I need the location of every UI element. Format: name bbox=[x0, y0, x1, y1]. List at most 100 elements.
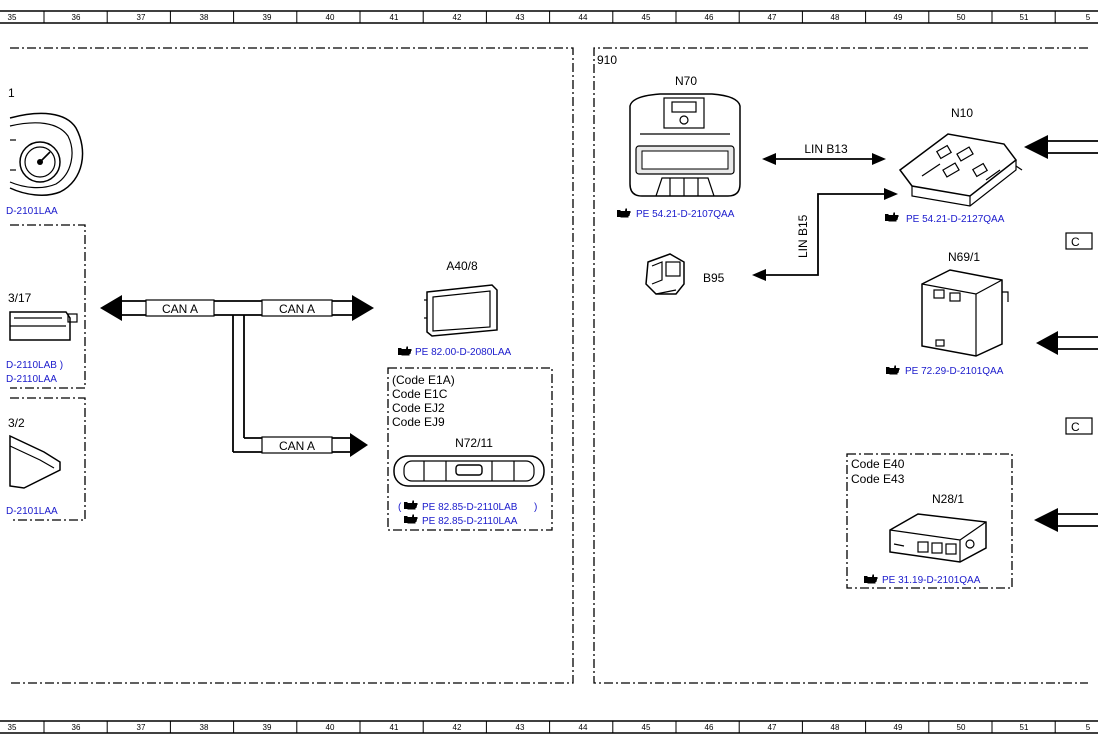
cluster-ref-link[interactable]: D-2101LAA bbox=[6, 206, 58, 217]
ruler-bottom-label: 51 bbox=[1020, 723, 1029, 732]
left-box2-ref[interactable]: D-2101LAA bbox=[6, 506, 58, 517]
can-label-1: CAN A bbox=[162, 302, 198, 316]
incoming-arrow-2 bbox=[1036, 331, 1098, 355]
n28-ref-link[interactable]: PE 31.19-D-2101QAA bbox=[882, 575, 981, 586]
pointer-hand-icon bbox=[885, 212, 899, 222]
arrow-right-icon bbox=[872, 153, 886, 165]
can-label-2: CAN A bbox=[279, 302, 315, 316]
left-box1-label: 3/17 bbox=[8, 291, 32, 305]
n69-label: N69/1 bbox=[948, 250, 980, 264]
lin-b15-connection bbox=[752, 188, 898, 281]
arrow-left-icon bbox=[762, 153, 776, 165]
a40-ref-link[interactable]: PE 82.00-D-2080LAA bbox=[415, 347, 512, 358]
ruler-top-label: 5 bbox=[1086, 13, 1091, 22]
arrow-left-icon bbox=[100, 295, 122, 321]
n10-ref-link[interactable]: PE 54.21-D-2127QAA bbox=[906, 214, 1005, 225]
n28-code: Code E40 bbox=[851, 457, 905, 471]
ruler-bottom-label: 46 bbox=[705, 723, 714, 732]
n72-code: Code EJ9 bbox=[392, 415, 445, 429]
instrument-cluster: 1 bbox=[8, 86, 84, 196]
ruler-top-label: 49 bbox=[894, 13, 903, 22]
cluster-partial-label: 1 bbox=[8, 86, 15, 100]
pointer-hand-icon bbox=[886, 365, 900, 375]
pointer-hand-icon bbox=[864, 574, 878, 584]
ruler-bottom-label: 5 bbox=[1086, 723, 1091, 732]
ruler-top-label: 41 bbox=[390, 13, 399, 22]
ruler-bottom-label: 36 bbox=[72, 723, 81, 732]
can-bus-network bbox=[100, 295, 374, 457]
ruler-bottom-label: 40 bbox=[326, 723, 335, 732]
n28-box-border bbox=[846, 453, 1013, 589]
left-box1-ref-a[interactable]: D-2110LAB ) bbox=[6, 360, 63, 371]
n10-label: N10 bbox=[951, 106, 973, 120]
edge-box-1-label: C bbox=[1071, 235, 1080, 249]
arrow-right-icon bbox=[352, 295, 374, 321]
a40-display-unit bbox=[424, 284, 498, 337]
n72-ref-close: ) bbox=[534, 502, 537, 513]
ruler-top-label: 48 bbox=[831, 13, 840, 22]
left-box1-ref-b[interactable]: D-2110LAA bbox=[6, 374, 57, 385]
n69-control-module bbox=[921, 269, 1009, 357]
b95-sensor bbox=[645, 253, 685, 295]
can-label-box-1 bbox=[145, 299, 215, 317]
pointer-hand-icon bbox=[398, 346, 412, 356]
left-box1-module bbox=[9, 311, 78, 341]
ruler-top-label: 50 bbox=[957, 13, 966, 22]
pointer-hand-icon bbox=[404, 500, 418, 510]
ruler-bottom-label: 49 bbox=[894, 723, 903, 732]
left-box-1 bbox=[10, 224, 86, 389]
n72-label: N72/11 bbox=[455, 436, 493, 450]
lin-b15-label: LIN B15 bbox=[796, 214, 810, 258]
n70-label: N70 bbox=[675, 74, 697, 88]
ruler-top-label: 47 bbox=[768, 13, 777, 22]
ruler-bottom-label: 39 bbox=[263, 723, 272, 732]
n28-control-module bbox=[889, 513, 987, 563]
ruler-top-label: 40 bbox=[326, 13, 335, 22]
ruler-bottom-label: 44 bbox=[579, 723, 588, 732]
ruler-top-label: 38 bbox=[200, 13, 209, 22]
b95-label: B95 bbox=[703, 271, 725, 285]
n72-box-border bbox=[387, 367, 553, 531]
n70-overhead-panel bbox=[629, 93, 741, 197]
n69-ref-link[interactable]: PE 72.29-D-2101QAA bbox=[905, 366, 1004, 377]
ruler-bottom-label: 41 bbox=[390, 723, 399, 732]
ruler-bottom-label: 38 bbox=[200, 723, 209, 732]
edge-box-2 bbox=[1065, 417, 1093, 435]
ruler-top-label: 36 bbox=[72, 13, 81, 22]
n72-ref-b[interactable]: PE 82.85-D-2110LAA bbox=[422, 516, 518, 527]
ruler-bottom-label: 45 bbox=[642, 723, 651, 732]
ruler-top-label: 39 bbox=[263, 13, 272, 22]
n72-ref-a[interactable]: PE 82.85-D-2110LAB bbox=[422, 502, 518, 513]
n72-code: Code E1C bbox=[392, 387, 448, 401]
arrow-left-icon bbox=[752, 269, 766, 281]
n72-ref-open: ( bbox=[398, 502, 402, 513]
pointer-hand-icon bbox=[404, 514, 418, 524]
ruler-top-label: 51 bbox=[1020, 13, 1029, 22]
lin-b13-label: LIN B13 bbox=[804, 142, 848, 156]
pointer-hand-icon bbox=[617, 208, 631, 218]
can-label-3: CAN A bbox=[279, 439, 315, 453]
left-section-border bbox=[10, 47, 574, 684]
edge-box-1 bbox=[1065, 232, 1093, 250]
n70-ref-link[interactable]: PE 54.21-D-2107QAA bbox=[636, 209, 735, 220]
n10-control-module bbox=[898, 133, 1023, 207]
can-label-box-2 bbox=[261, 299, 333, 317]
incoming-arrow-1 bbox=[1024, 135, 1098, 159]
ruler-bottom-label: 35 bbox=[8, 723, 17, 732]
ruler-top-label: 42 bbox=[453, 13, 462, 22]
left-box2-module bbox=[9, 434, 61, 489]
ruler-bottom-label: 43 bbox=[516, 723, 525, 732]
n72-code: (Code E1A) bbox=[392, 373, 455, 387]
ruler-bottom-label: 42 bbox=[453, 723, 462, 732]
ruler-top-label: 37 bbox=[137, 13, 146, 22]
n72-code: Code EJ2 bbox=[392, 401, 445, 415]
section-label: 910 bbox=[597, 53, 617, 67]
ruler-top-label: 43 bbox=[516, 13, 525, 22]
a40-label: A40/8 bbox=[446, 259, 478, 273]
ruler-top-label: 45 bbox=[642, 13, 651, 22]
n72-switch-panel bbox=[393, 455, 545, 487]
ruler-bottom-label: 47 bbox=[768, 723, 777, 732]
ruler-bottom-label: 48 bbox=[831, 723, 840, 732]
arrow-right-icon bbox=[884, 188, 898, 200]
ruler-bottom: 35 36 37 38 39 40 41 42 43 44 45 46 47 4… bbox=[0, 720, 1098, 734]
